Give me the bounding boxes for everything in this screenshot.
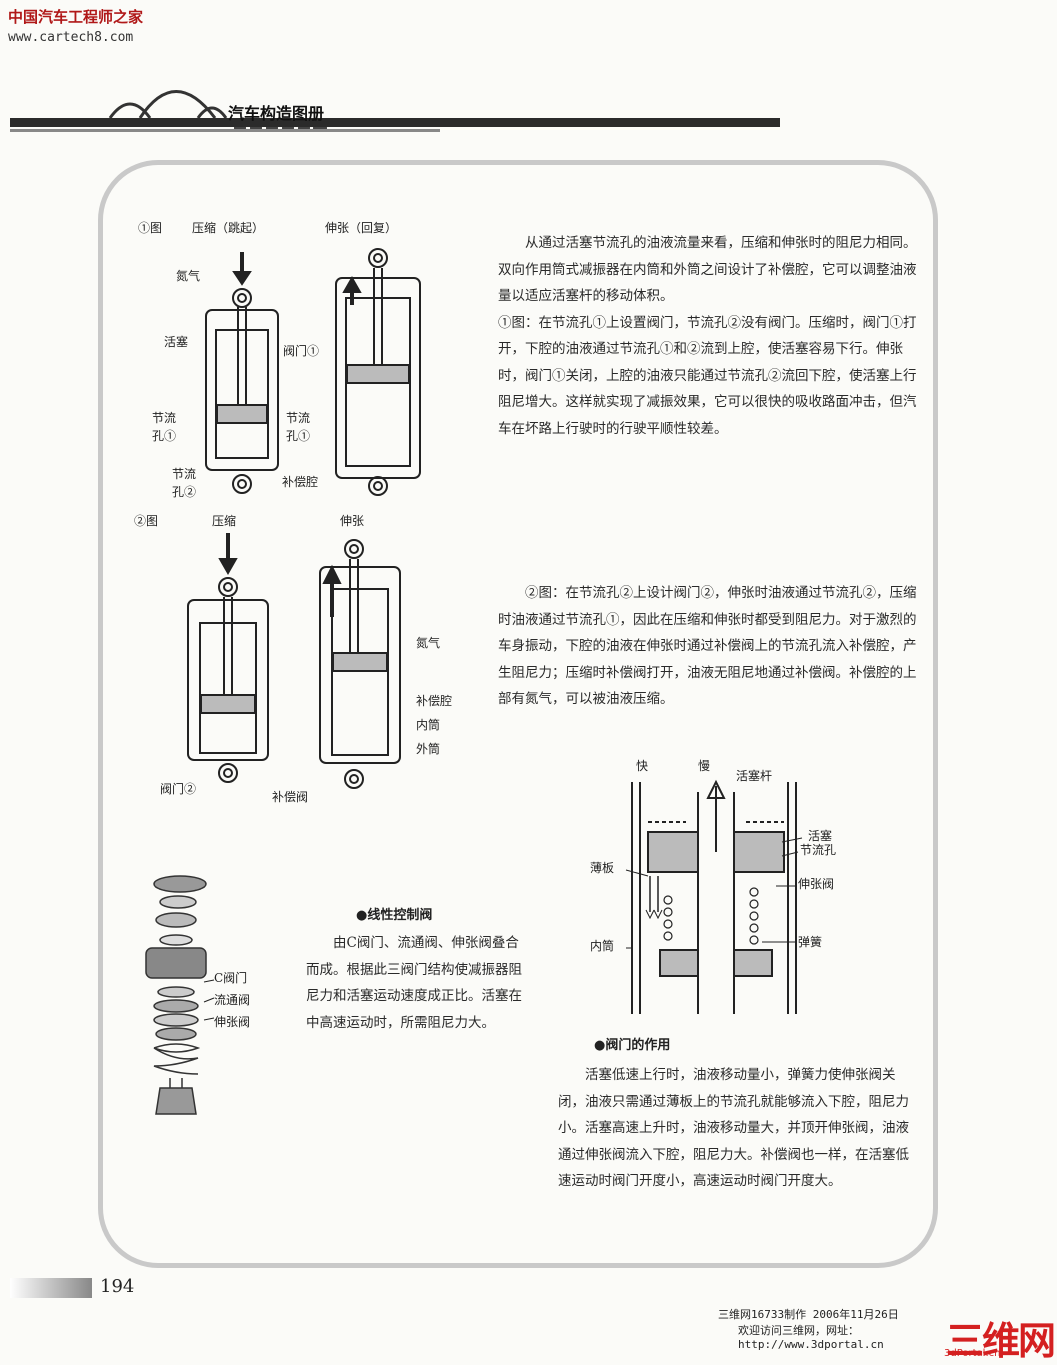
fig1-label-comp-chamber: 补偿腔 [282,474,318,489]
valve-label-fast: 快 [636,759,648,773]
fig1-extend-title: 伸张（回复） [325,221,397,235]
fig1-compress-unit [205,252,279,494]
linear-label-flow-valve: 流通阀 [214,993,250,1007]
book-title: 汽车构造图册 [228,104,325,123]
linear-label-c-valve: C阀门 [214,970,247,985]
figure-1-shock-absorber: ①图 压缩（跳起） 伸张（回复） 氮气 活塞 阀门① 节流 孔① 节流 孔① 节… [138,220,421,499]
linear-label-ext-valve: 伸张阀 [214,1015,250,1029]
fig2-compress-unit [187,533,269,783]
fig1-label-gas: 氮气 [176,268,200,283]
fig1-compress-title: 压缩（跳起） [192,220,264,235]
valve-action-figure: 快 慢 活塞杆 活塞 节流孔 薄板 伸张阀 内筒 弹簧 [590,759,836,1014]
footer-logo-sub: 3dPortal.cn [944,1348,1001,1359]
footer-logo: 三维网 [946,1319,1056,1363]
valve-label-piston: 活塞 [808,828,832,843]
fig2-compress-title: 压缩 [212,513,236,528]
figure-2-shock-absorber: ②图 压缩 伸张 氮气 补偿腔 内筒 外筒 阀门② 补偿阀 [134,513,452,804]
fig1-extend-unit [335,248,421,496]
fig1-label-piston: 活塞 [164,334,188,349]
footer-url[interactable]: http://www.3dportal.cn [738,1338,884,1351]
fig1-label-orifice1-right-b: 孔① [286,429,310,443]
fig2-label-outer: 外筒 [416,741,440,756]
fig2-label-inner: 内筒 [416,717,440,732]
valve-label-spring: 弹簧 [798,934,822,949]
fig1-label-valve1: 阀门① [283,343,319,358]
valve-label-rod: 活塞杆 [736,768,772,783]
header-rule [10,118,780,127]
paragraph-intro: 从通过活塞节流孔的油液流量来看，压缩和伸张时的阻尼力相同。双向作用筒式减振器在内… [498,230,923,442]
content-frame [98,160,938,1268]
footer-welcome: 欢迎访问三维网，网址： [738,1324,859,1337]
fig1-label-orifice1-right-a: 节流 [286,411,310,425]
fig1-label-orifice1-left-a: 节流 [152,411,176,425]
fig2-extend-unit [319,539,401,789]
paragraph-2-text: ①图：在节流孔①上设置阀门，节流孔②没有阀门。压缩时，阀门①打开，下腔的油液通过… [498,314,917,437]
page-number: 194 [100,1276,135,1297]
valve-label-ext-valve: 伸张阀 [798,877,834,891]
fig1-label-orifice1-left-b: 孔① [152,429,176,443]
valve-label-orifice: 节流孔 [800,843,836,857]
paragraph-fig2: ②图：在节流孔②上设计阀门②，伸张时油液通过节流孔②，压缩时油液通过节流孔①，因… [498,585,917,707]
valve-label-plate: 薄板 [590,860,614,875]
fig1-label-orifice2-a: 节流 [172,467,196,481]
page-number-bar [10,1278,92,1298]
site-watermark-cn: 中国汽车工程师之家 [8,8,144,26]
fig2-label-comp-chamber: 补偿腔 [416,693,452,708]
text-valve-action: 活塞低速上行时，油液移动量小，弹簧力使伸张阀关闭，油液只需通过薄板上的节流孔就能… [558,1067,909,1189]
valve-label-slow: 慢 [698,759,710,773]
fig2-label-comp-valve: 补偿阀 [272,789,308,804]
fig2-label-valve2: 阀门② [160,781,196,796]
fig1-tag: ①图 [138,221,162,235]
paragraph-1-text: 从通过活塞节流孔的油液流量来看，压缩和伸张时的阻尼力相同。双向作用筒式减振器在内… [498,235,917,304]
heading-valve-action: ●阀门的作用 [594,1038,671,1053]
fig2-tag: ②图 [134,514,158,528]
heading-linear-valve: ●线性控制阀 [356,908,433,923]
footer-credit: 三维网16733制作 2006年11月26日 [718,1308,899,1321]
fig1-label-orifice2-b: 孔② [172,485,196,499]
linear-valve-exploded-figure: C阀门 流通阀 伸张阀 [145,875,250,1115]
site-watermark-url[interactable]: www.cartech8.com [8,30,134,45]
text-linear-valve: 由C阀门、流通阀、伸张阀叠合而成。根据此三阀门结构使减振器阻尼力和活塞运动速度成… [306,935,522,1031]
fig2-label-gas: 氮气 [416,635,440,650]
valve-label-inner: 内筒 [590,938,614,953]
fig2-extend-title: 伸张 [340,514,364,528]
header-rule-thin [10,129,440,132]
